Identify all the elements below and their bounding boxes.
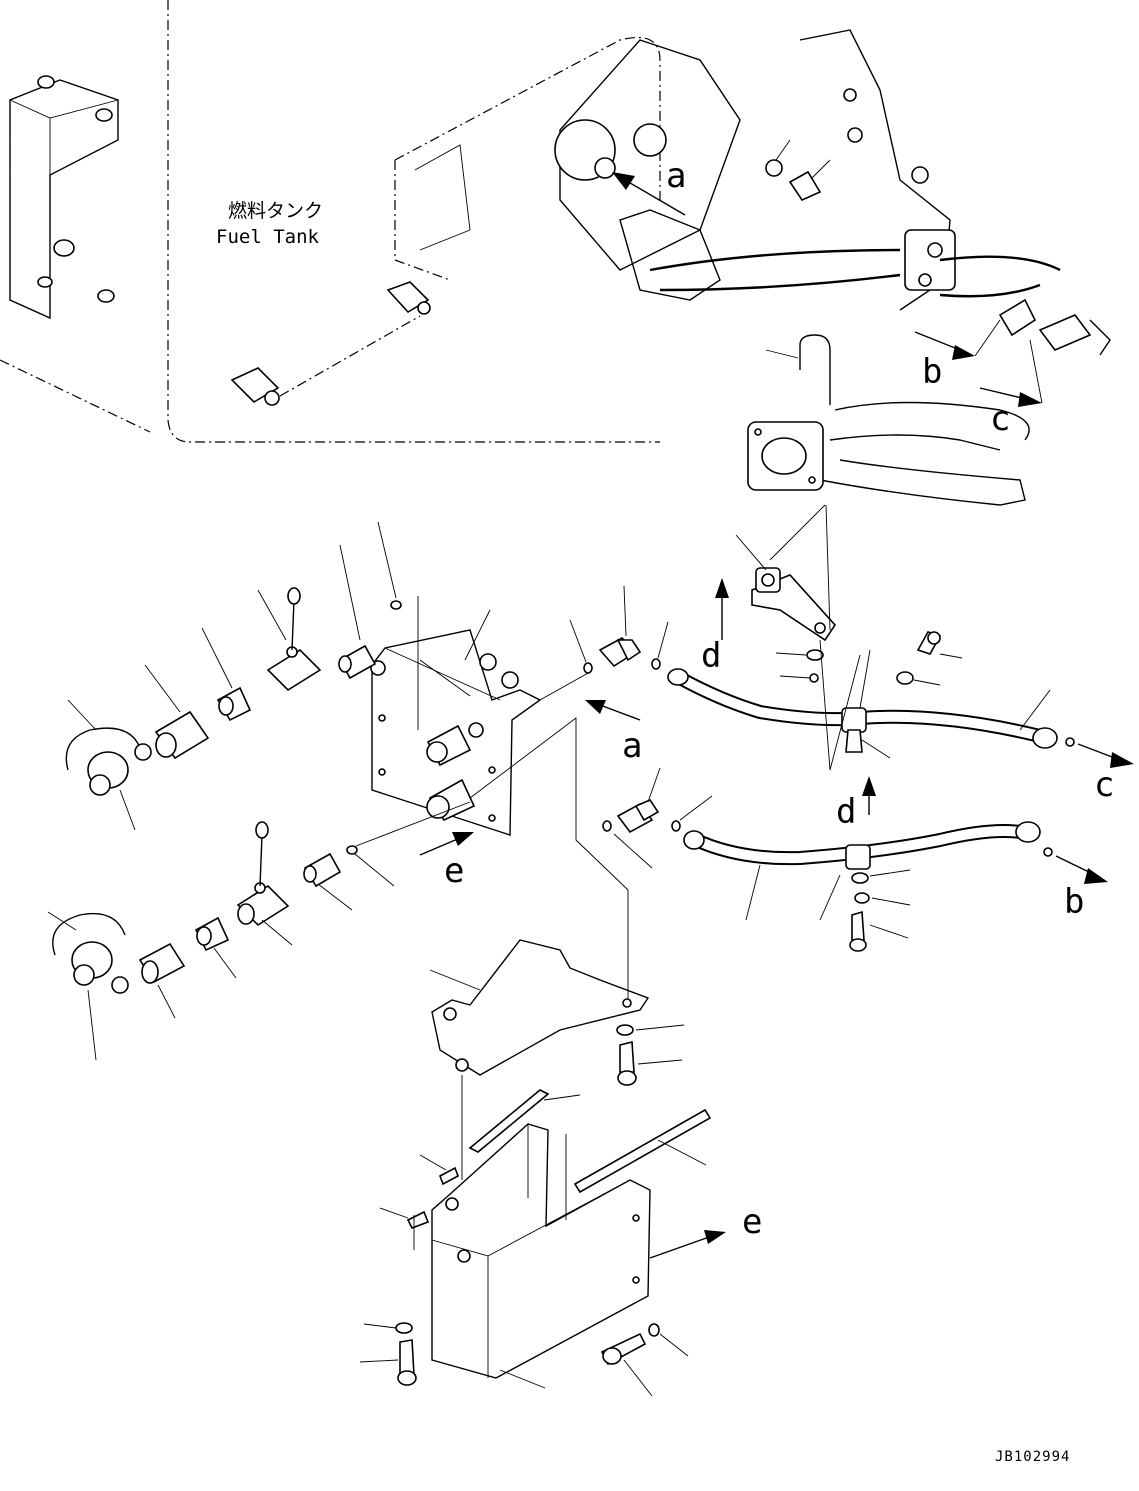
bracket-d-upper: d — [701, 504, 837, 676]
machine-frame — [394, 29, 1111, 356]
frame-rail — [747, 334, 1030, 506]
hose-b: b — [602, 767, 1108, 952]
lower-guard: e — [359, 1089, 762, 1397]
upper-valve-assembly — [65, 521, 402, 831]
callout-a-middle-label: a — [622, 726, 642, 766]
callout-a-middle: a — [539, 671, 642, 766]
callout-d-middle-label: d — [836, 792, 856, 832]
fuel-tank: 燃料タンク Fuel Tank — [0, 0, 660, 443]
assembly-leaders — [469, 717, 629, 1002]
callout-e-middle: e — [419, 832, 474, 891]
callout-bc-upper: b c — [914, 319, 1043, 439]
hose-c: c — [569, 585, 1134, 805]
callout-d-upper-label: d — [701, 636, 721, 676]
callout-b-lower-label: b — [1064, 882, 1084, 922]
fuel-tank-en-label: Fuel Tank — [216, 226, 320, 248]
callout-e-middle-label: e — [444, 851, 464, 891]
lower-valve-assembly — [47, 801, 471, 1061]
drawing-code: JB102994 — [995, 1449, 1070, 1465]
cover-plate — [429, 939, 685, 1180]
callout-b-upper-label: b — [922, 352, 942, 392]
callout-a-upper-label: a — [666, 156, 686, 196]
callout-a-upper: a — [612, 156, 686, 216]
callout-c-lower-label: c — [1094, 765, 1114, 805]
callout-e-lower-label: e — [742, 1202, 762, 1242]
mounting-bracket — [370, 596, 542, 836]
fuel-tank-jp-label: 燃料タンク — [228, 200, 323, 222]
callout-d-middle: d — [819, 639, 876, 832]
callout-c-upper-label: c — [990, 399, 1010, 439]
